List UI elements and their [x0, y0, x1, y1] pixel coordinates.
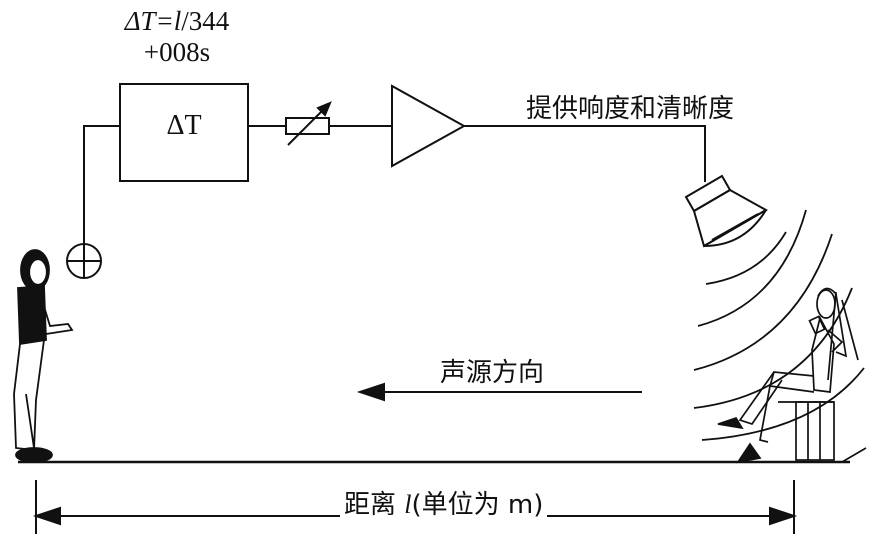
attenuator-arrowhead — [316, 101, 332, 117]
dimension-arrow-right — [769, 506, 798, 526]
amplifier-triangle — [391, 84, 467, 168]
wire-amplifier-speaker — [464, 125, 706, 182]
direction-arrowhead — [356, 382, 385, 402]
distance-label: 距离 l(单位为 m) — [340, 484, 548, 521]
distance-prefix: 距离 — [344, 490, 405, 520]
delay-box — [119, 83, 249, 182]
distance-variable: l — [404, 490, 412, 519]
dimension-arrow-left — [32, 506, 61, 526]
formula-offset: +008s — [143, 37, 211, 67]
listener-figure — [717, 287, 867, 464]
formula-line-1: ΔT=l/344 — [112, 6, 242, 37]
speaker-caption: 提供响度和清晰度 — [526, 94, 735, 124]
loudspeaker-icon — [684, 174, 769, 248]
formula-equals-l: =l — [155, 6, 182, 36]
mic-wire — [83, 125, 120, 244]
delay-box-label: ΔT — [166, 110, 202, 141]
delta-t-symbol: ΔT — [124, 6, 156, 36]
direction-label: 声源方向 — [440, 358, 545, 388]
distance-suffix: (单位为 m) — [411, 490, 544, 520]
microphone-symbol — [66, 243, 102, 279]
attenuator-arrow — [287, 107, 326, 146]
performer-figure — [13, 249, 74, 463]
delay-formula: ΔT=l/344 +008s — [112, 6, 242, 68]
sound-waves — [693, 209, 865, 441]
formula-divisor: /344 — [181, 6, 230, 36]
